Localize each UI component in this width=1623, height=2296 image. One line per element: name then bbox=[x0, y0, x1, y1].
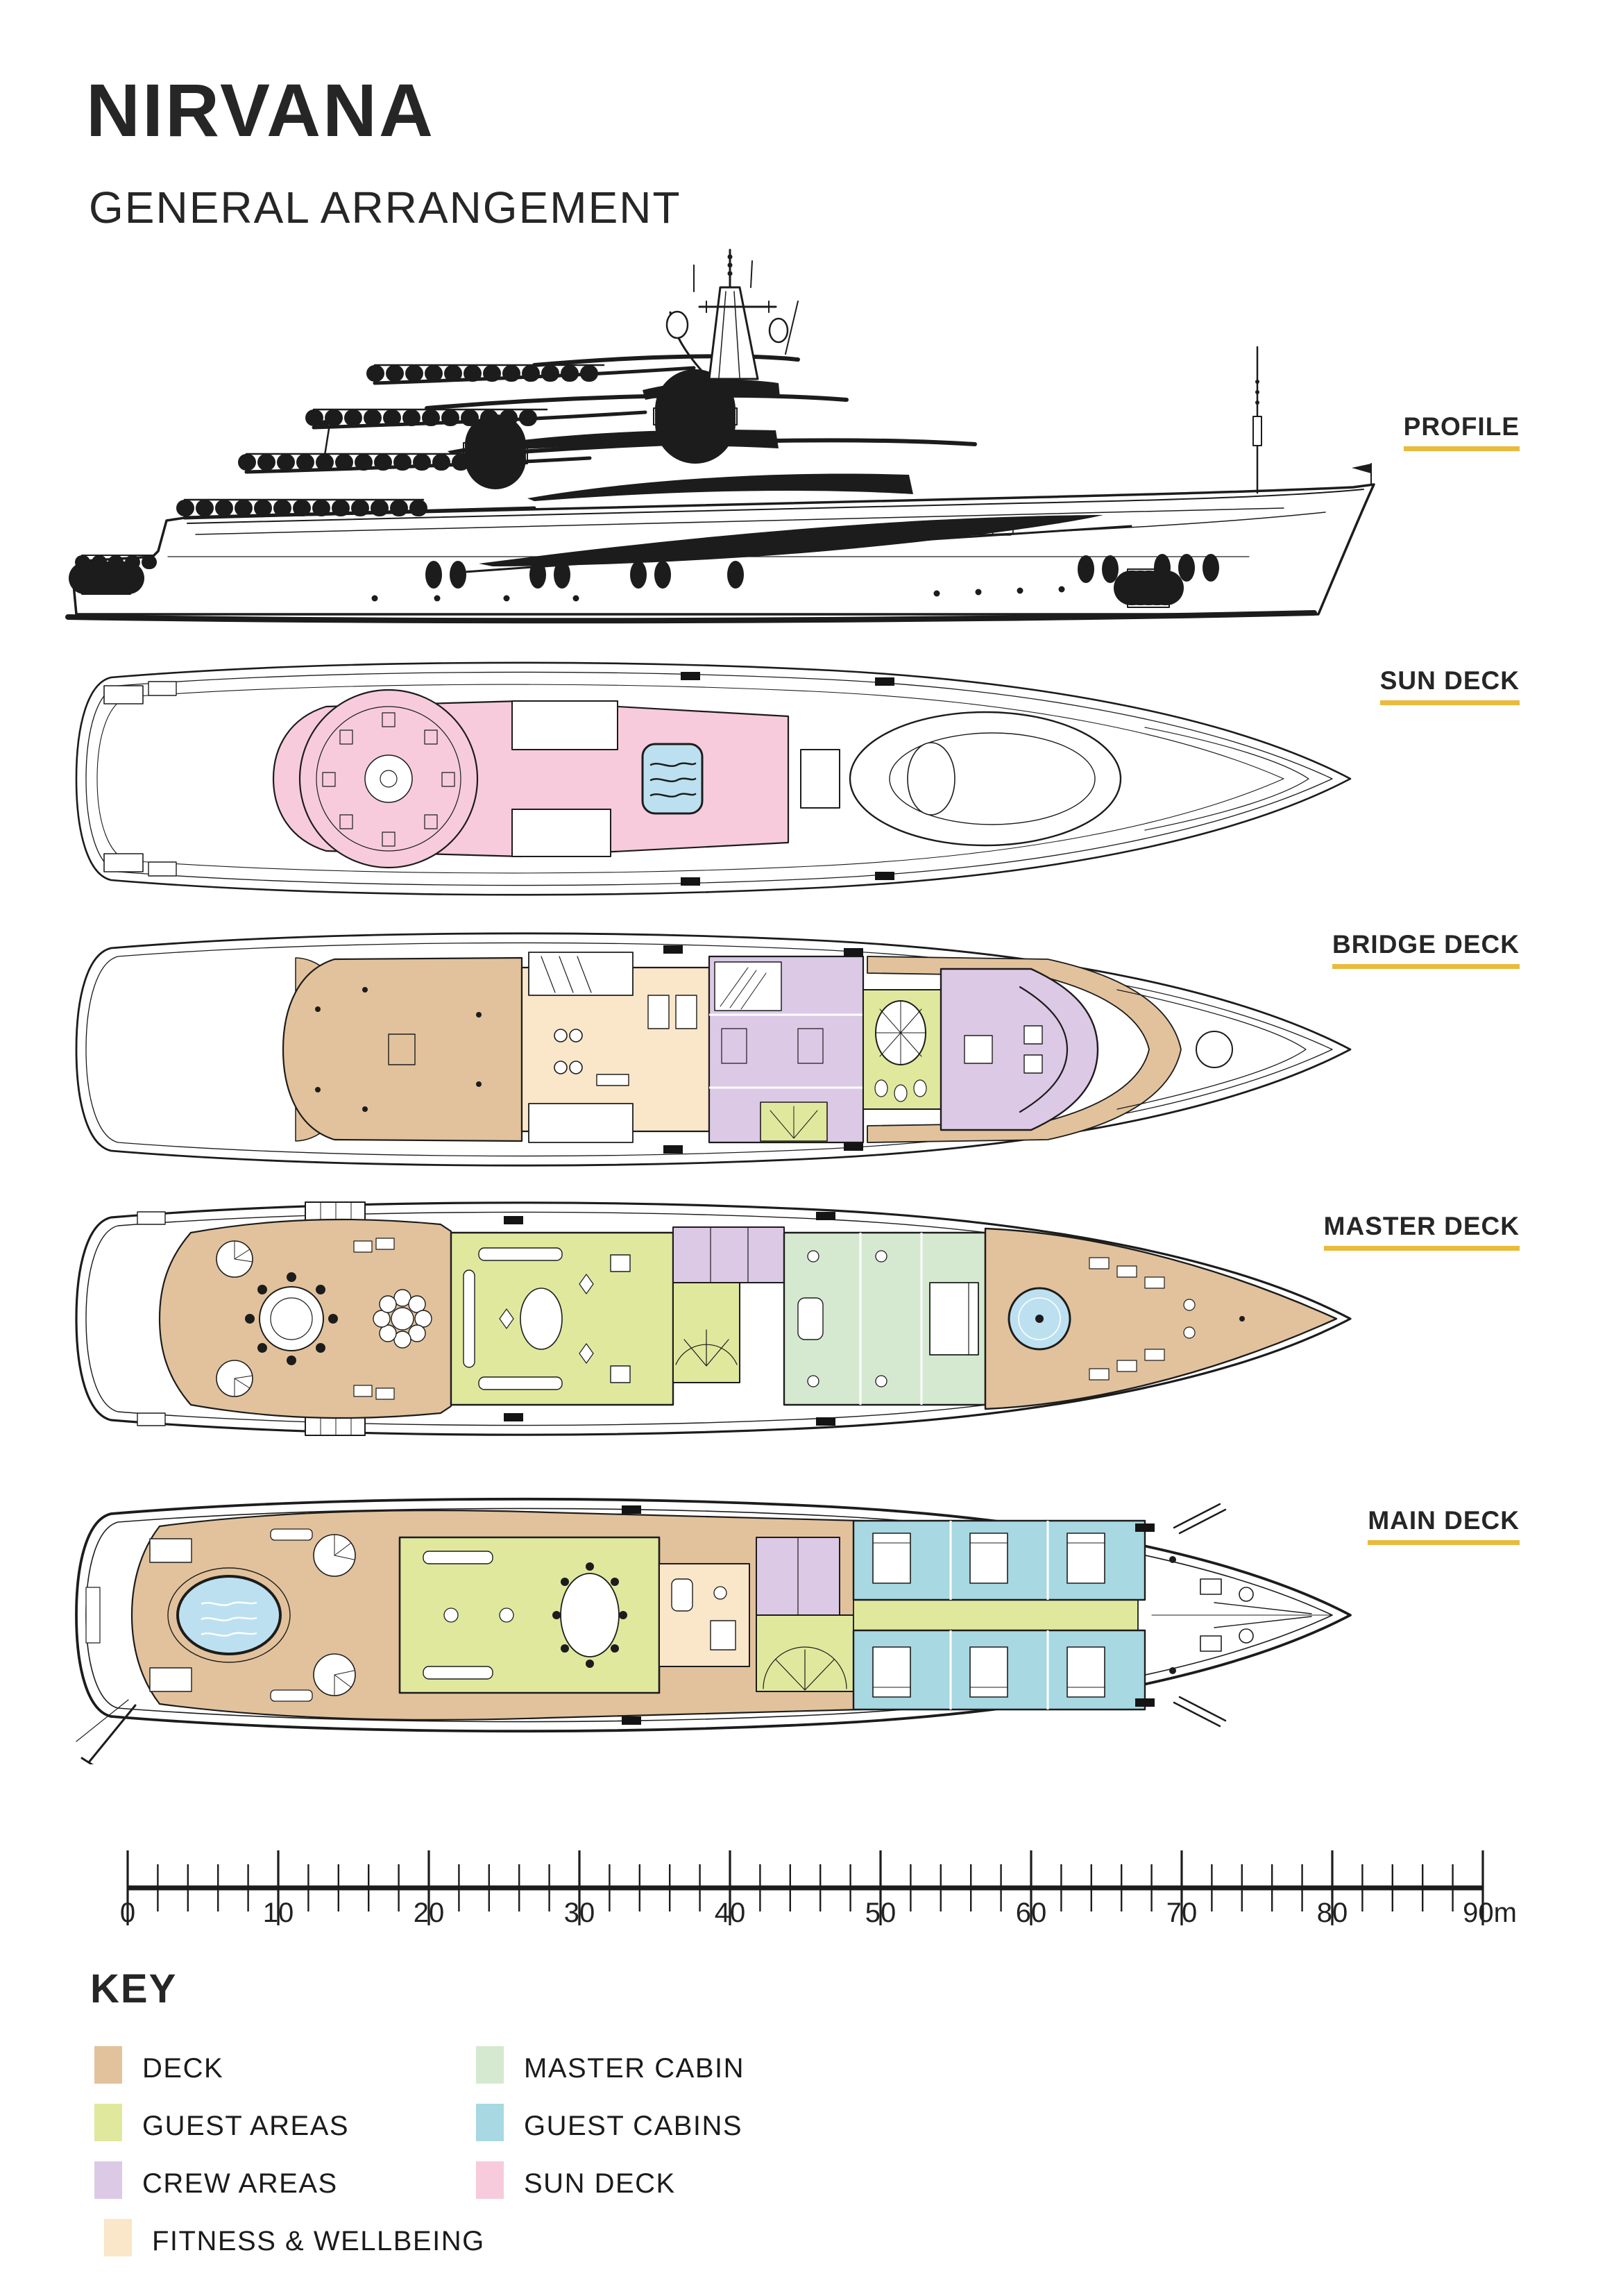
scale-tick-label: 0 bbox=[119, 1898, 136, 1928]
profile-stern-platform bbox=[69, 555, 161, 595]
key-swatch-crew-areas bbox=[94, 2161, 122, 2199]
key-swatch-guest-cabins bbox=[476, 2104, 504, 2141]
label-main-deck: MAIN DECK bbox=[1368, 1506, 1520, 1545]
main-foredeck bbox=[1151, 1503, 1333, 1728]
gold-underline bbox=[1379, 700, 1520, 705]
main-deck-plan bbox=[75, 1497, 1352, 1764]
gold-underline bbox=[1323, 1246, 1520, 1251]
key-swatch-guest-areas bbox=[94, 2104, 122, 2141]
scale-tick-label: 70 bbox=[1166, 1898, 1198, 1928]
bridge-wheelhouse bbox=[940, 968, 1099, 1131]
main-wellness-room bbox=[658, 1563, 750, 1667]
bridge-deck-plan bbox=[75, 932, 1352, 1167]
scale-tick-label: 30 bbox=[563, 1898, 595, 1928]
key-label-master-cabin: MASTER CABIN bbox=[524, 2053, 745, 2084]
label-sun-deck-text: SUN DECK bbox=[1379, 666, 1520, 695]
label-master-deck: MASTER DECK bbox=[1323, 1212, 1520, 1251]
sun-deck-stern-stairs bbox=[103, 681, 177, 877]
page-title: NIRVANA bbox=[86, 68, 436, 152]
main-crew-stair bbox=[756, 1537, 854, 1692]
master-side-boxes bbox=[137, 1201, 366, 1436]
label-master-deck-text: MASTER DECK bbox=[1323, 1212, 1520, 1240]
gold-underline bbox=[1332, 964, 1520, 969]
scale-tick-label-end: 90m bbox=[1463, 1898, 1517, 1928]
mast-base bbox=[800, 749, 840, 809]
main-stern-passerelle bbox=[76, 1587, 137, 1764]
bridge-walkway bbox=[867, 956, 1182, 1143]
sun-deck-bow-seating bbox=[849, 711, 1309, 847]
profile-flags-antennas bbox=[311, 346, 1372, 494]
sun-deck-plan bbox=[75, 661, 1352, 896]
profile-mast bbox=[665, 248, 799, 380]
sun-deck-jacuzzi bbox=[641, 743, 704, 815]
key-swatch-fitness bbox=[104, 2219, 132, 2256]
key-label-guest-cabins: GUEST CABINS bbox=[524, 2111, 743, 2141]
bridge-foredeck bbox=[1116, 989, 1307, 1110]
key-swatch-deck bbox=[94, 2046, 122, 2084]
key-label-crew-areas: CREW AREAS bbox=[142, 2168, 338, 2199]
profile-superstructure bbox=[425, 354, 1184, 608]
key-label-deck: DECK bbox=[142, 2053, 224, 2084]
label-bridge-deck-text: BRIDGE DECK bbox=[1332, 930, 1520, 959]
scale-tick-label: 80 bbox=[1316, 1898, 1348, 1928]
master-deck-plan bbox=[75, 1201, 1352, 1436]
label-bridge-deck: BRIDGE DECK bbox=[1332, 930, 1520, 969]
master-aft-deck bbox=[158, 1218, 452, 1419]
scale-tick-label: 40 bbox=[714, 1898, 746, 1928]
profile-drawing bbox=[65, 248, 1375, 624]
sun-deck-chairs bbox=[322, 712, 455, 847]
key-label-guest-areas: GUEST AREAS bbox=[142, 2111, 350, 2141]
bridge-aft-deck bbox=[282, 956, 523, 1142]
main-saloon-dining bbox=[398, 1536, 661, 1694]
master-stair-pantry bbox=[672, 1226, 785, 1383]
key-label-sun-deck: SUN DECK bbox=[524, 2168, 676, 2199]
master-cabin-suite bbox=[783, 1231, 987, 1406]
key-swatch-master-cabin bbox=[476, 2046, 504, 2084]
main-corridor bbox=[853, 1599, 1139, 1631]
main-guest-cabins bbox=[852, 1519, 1146, 1711]
label-sun-deck: SUN DECK bbox=[1379, 666, 1520, 705]
master-saloon bbox=[450, 1231, 674, 1406]
page-subtitle: GENERAL ARRANGEMENT bbox=[89, 183, 681, 233]
label-main-deck-text: MAIN DECK bbox=[1368, 1506, 1520, 1535]
bridge-gym bbox=[520, 952, 711, 1143]
scale-ruler bbox=[126, 1850, 1484, 1925]
key-swatch-sun-deck bbox=[476, 2161, 504, 2199]
gold-underline bbox=[1368, 1540, 1520, 1545]
main-deck-pool bbox=[176, 1575, 282, 1655]
scale-tick-label: 20 bbox=[413, 1898, 445, 1928]
sun-deck-lounge-area bbox=[272, 689, 840, 869]
scale-tick-label: 50 bbox=[865, 1898, 897, 1928]
scale-tick-label: 60 bbox=[1015, 1898, 1047, 1928]
label-profile: PROFILE bbox=[1403, 412, 1520, 451]
key-heading: KEY bbox=[90, 1966, 178, 2011]
label-profile-text: PROFILE bbox=[1403, 412, 1520, 441]
master-owner-foredeck bbox=[984, 1227, 1338, 1410]
scale-tick-label: 10 bbox=[262, 1898, 294, 1928]
key-label-fitness: FITNESS & WELLBEING bbox=[152, 2226, 485, 2256]
gold-underline bbox=[1403, 446, 1520, 451]
